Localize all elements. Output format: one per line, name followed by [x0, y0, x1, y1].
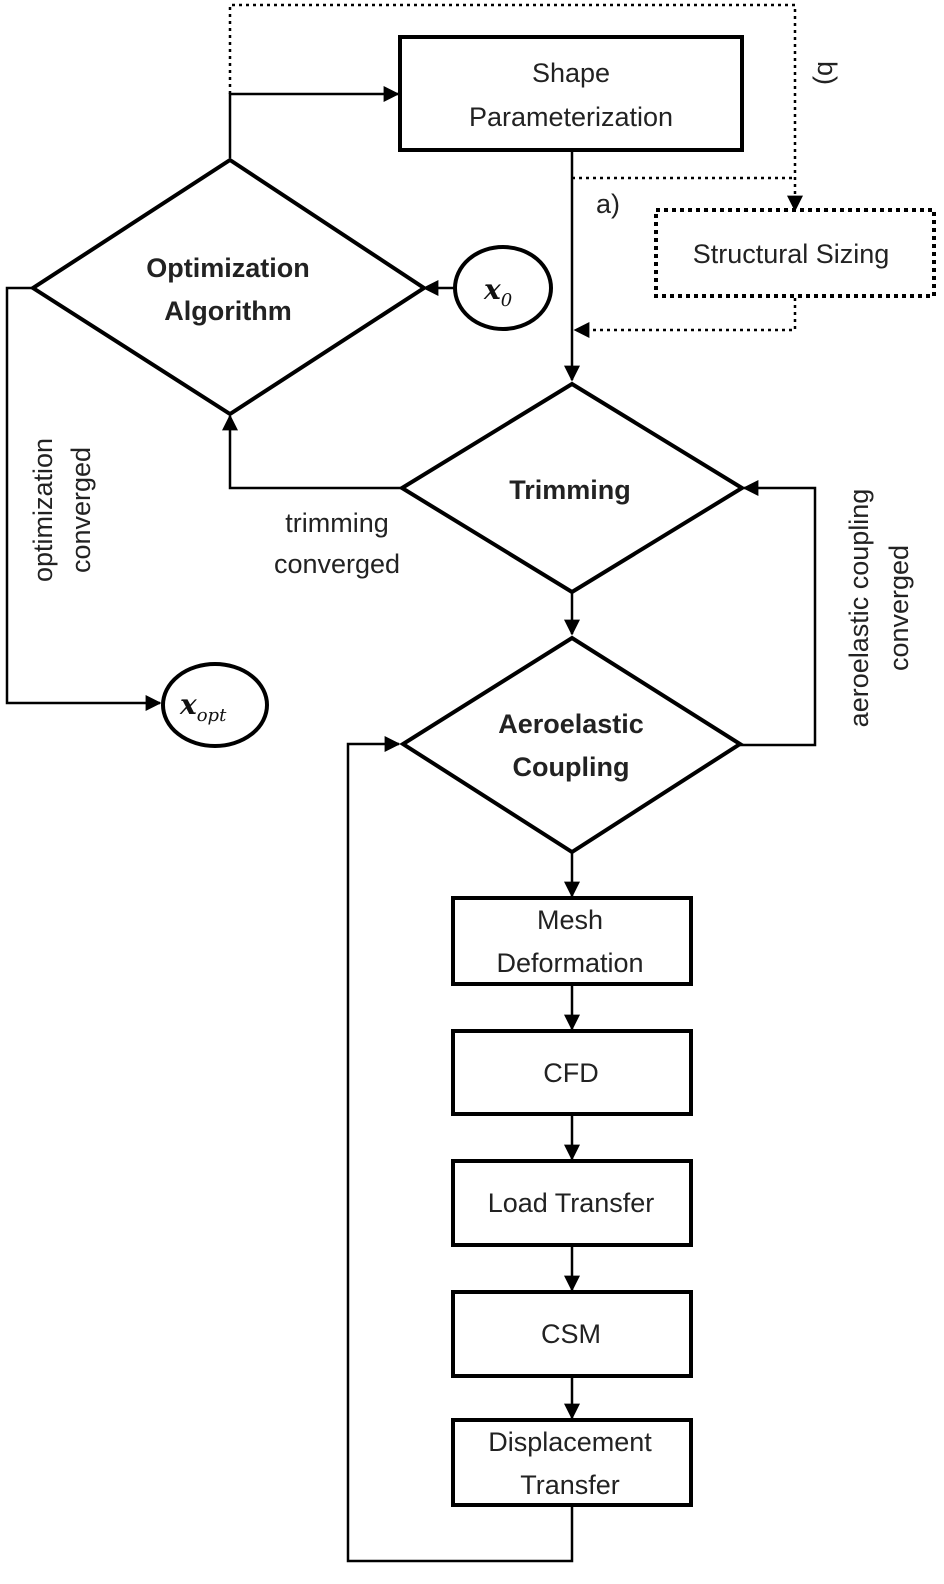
- x0-base: x: [483, 273, 501, 306]
- xopt-base: x: [179, 688, 197, 721]
- displacement-transfer-node: Displacement Transfer: [451, 1418, 693, 1507]
- cfd-node: CFD: [451, 1029, 693, 1116]
- svg-text:x0: x0: [483, 273, 512, 311]
- path-b-label: b): [812, 61, 842, 85]
- mesh-deformation-node: Mesh Deformation: [451, 896, 693, 986]
- edge-trim-to-opt: [222, 414, 402, 490]
- edge-opt-to-shape: [228, 86, 400, 158]
- path-a-label: a): [596, 189, 620, 219]
- trimming-converged-line2: converged: [274, 549, 400, 579]
- displacement-transfer-line2: Transfer: [520, 1470, 620, 1500]
- xopt-result-node: xopt: [161, 662, 269, 748]
- trimming-converged-line1: trimming: [285, 508, 389, 538]
- edge-b-dotted: [228, 3, 803, 212]
- optimization-line1: Optimization: [146, 253, 310, 283]
- optimization-converged-line2: converged: [66, 447, 96, 573]
- load-transfer-node: Load Transfer: [451, 1159, 693, 1247]
- svg-text:xopt: xopt: [179, 688, 227, 726]
- x0-start-node: x0: [453, 245, 553, 331]
- aeroelastic-line2: Coupling: [513, 752, 630, 782]
- trimming-label: Trimming: [509, 475, 631, 505]
- optimization-algorithm-node: Optimization Algorithm: [29, 157, 428, 417]
- trimming-node: Trimming: [398, 381, 746, 595]
- edge-opt-to-xopt: [5, 286, 162, 711]
- aeroelastic-converged-line2: converged: [884, 545, 914, 671]
- optimization-converged-line1: optimization: [28, 438, 58, 582]
- aeroelastic-coupling-node: Aeroelastic Coupling: [399, 635, 744, 855]
- edge-sizing-return-dotted: [573, 298, 797, 338]
- shape-parameterization-line1: Shape: [532, 58, 610, 88]
- structural-sizing-label: Structural Sizing: [693, 239, 890, 269]
- load-transfer-label: Load Transfer: [488, 1188, 655, 1218]
- edge-disp-to-aero: [346, 736, 574, 1563]
- cfd-label: CFD: [543, 1058, 599, 1088]
- displacement-transfer-line1: Displacement: [488, 1427, 652, 1457]
- aeroelastic-line1: Aeroelastic: [498, 709, 644, 739]
- csm-label: CSM: [541, 1319, 601, 1349]
- mesh-deformation-line2: Deformation: [496, 948, 643, 978]
- shape-parameterization-line2: Parameterization: [469, 102, 673, 132]
- x0-sub: 0: [501, 290, 512, 311]
- mesh-deformation-line1: Mesh: [537, 905, 603, 935]
- aeroelastic-converged-line1: aeroelastic coupling: [844, 489, 874, 728]
- csm-node: CSM: [451, 1290, 693, 1378]
- optimization-line2: Algorithm: [164, 296, 292, 326]
- structural-sizing-node: Structural Sizing: [654, 208, 936, 298]
- shape-parameterization-node: Shape Parameterization: [398, 35, 744, 152]
- xopt-sub: opt: [197, 705, 227, 726]
- edge-aero-to-trim: [740, 480, 817, 747]
